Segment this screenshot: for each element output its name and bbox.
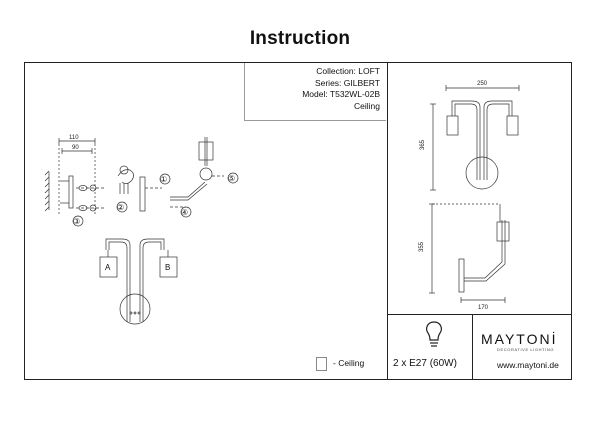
dimension-outer-label: 110 (69, 135, 79, 141)
ceiling-mount-icon (316, 357, 327, 371)
depth-label: 170 (478, 305, 489, 311)
horizontal-divider (387, 314, 572, 315)
brand-logo: MAYTONİ (481, 331, 558, 347)
side-height-label: 355 (419, 241, 425, 252)
step-5-label: ⑤ (228, 174, 235, 183)
dimension-inner-label: 90 (72, 145, 79, 151)
website-link[interactable]: www.maytoni.de (497, 360, 559, 370)
part-b-label: B (165, 263, 170, 272)
vertical-divider (387, 62, 388, 380)
bulb-spec: 2 x E27 (60W) (393, 358, 457, 369)
step-4-label: ④ (181, 208, 188, 217)
footer-divider (472, 314, 473, 380)
page-title: Instruction (249, 28, 351, 49)
bulb-icon (424, 320, 444, 355)
brand-tagline: DECORATIVE LIGHTING (497, 347, 555, 352)
mount-label: Ceiling (354, 100, 380, 111)
step-1-label: ① (160, 175, 167, 184)
model-label: Model: T532WL-02B (302, 89, 380, 99)
product-info-box: Collection: LOFT Series: GILBERT Model: … (244, 63, 386, 121)
legend-label: - Ceiling (333, 358, 365, 368)
front-height-label: 365 (420, 139, 426, 150)
width-label: 250 (477, 81, 488, 87)
instruction-frame (24, 62, 572, 380)
part-a-label: A (105, 263, 111, 272)
step-3-label: ③ (73, 217, 80, 226)
series-label: Series: GILBERT (314, 77, 380, 88)
step-2-label: ② (117, 203, 124, 212)
collection-label: Collection: LOFT (316, 66, 380, 76)
